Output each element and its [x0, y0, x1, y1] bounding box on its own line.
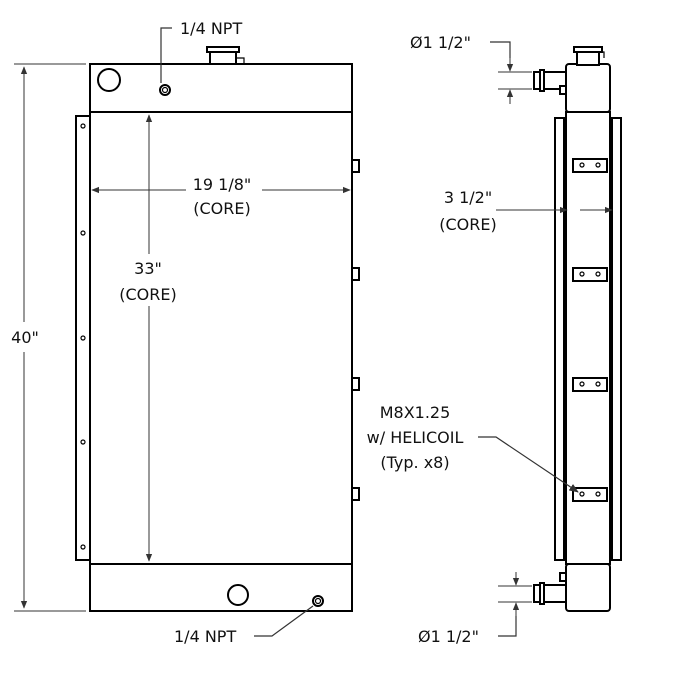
- helicoil-hole: [579, 162, 585, 168]
- side-dimensions: Ø1 1/2" 3 1/2" (CORE) M8X1.25 w/ HELICOI…: [367, 33, 613, 646]
- side-bottom-tank: [565, 563, 611, 612]
- side-drain-fitting: [559, 572, 567, 582]
- helicoil-hole: [579, 491, 585, 497]
- mount-bracket: [572, 158, 608, 173]
- side-overflow-tube: [597, 51, 605, 58]
- top-npt-label: 1/4 NPT: [180, 19, 242, 38]
- filler-cap: [206, 46, 240, 53]
- bottom-npt-leader: [254, 605, 314, 637]
- mount-qty-label: (Typ. x8): [380, 453, 449, 472]
- helicoil-hole: [579, 271, 585, 277]
- core-height-label: 33": [134, 259, 162, 278]
- side-view: [533, 46, 622, 612]
- top-tank-inlet-port: [97, 68, 121, 92]
- core-depth-label: 3 1/2": [444, 188, 492, 207]
- mount-thread-label: M8X1.25: [380, 403, 451, 422]
- mount-bracket: [572, 267, 608, 282]
- side-right-rail: [611, 117, 622, 561]
- side-mount-tab: [351, 267, 360, 281]
- inlet-diameter-leader: [490, 41, 511, 58]
- front-view: [75, 46, 360, 612]
- side-filler-cap: [573, 46, 603, 53]
- flange-hole: [80, 230, 86, 236]
- side-left-rail: [554, 117, 565, 561]
- core-width-label: 19 1/8": [193, 175, 252, 194]
- bottom-npt-port-bore: [314, 597, 322, 605]
- radiator-core: [89, 111, 353, 565]
- side-vent-fitting: [559, 85, 567, 95]
- mount-callout-leader: [478, 436, 579, 493]
- top-npt-port-bore: [161, 86, 169, 94]
- mount-bracket: [572, 377, 608, 392]
- top-npt-leader: [160, 27, 172, 83]
- mount-bracket: [572, 487, 608, 502]
- side-outlet-pipe: [533, 584, 567, 603]
- top-npt-port: [159, 84, 171, 96]
- outlet-diameter-leader: [498, 616, 517, 637]
- side-mount-tab: [351, 487, 360, 501]
- side-mount-tab: [351, 159, 360, 173]
- helicoil-hole: [595, 491, 601, 497]
- front-dimensions: 1/4 NPT 19 1/8" (CORE) 33" (CORE) 40" 1/…: [11, 19, 351, 646]
- top-tank: [89, 63, 353, 113]
- core-height-note: (CORE): [119, 285, 176, 304]
- bottom-tank-outlet-port: [227, 584, 249, 606]
- bottom-npt-label: 1/4 NPT: [174, 627, 236, 646]
- core-depth-note: (CORE): [439, 215, 496, 234]
- bottom-tank: [89, 563, 353, 612]
- flange-hole: [80, 335, 86, 341]
- helicoil-hole: [579, 381, 585, 387]
- flange-hole: [80, 544, 86, 550]
- inlet-diameter-label: Ø1 1/2": [410, 33, 471, 52]
- overflow-tube: [236, 57, 245, 63]
- flange-hole: [80, 439, 86, 445]
- left-mounting-flange: [75, 115, 91, 561]
- bottom-npt-port: [312, 595, 324, 607]
- side-inlet-bead: [539, 69, 545, 92]
- helicoil-hole: [595, 381, 601, 387]
- core-width-note: (CORE): [193, 199, 250, 218]
- overall-height-label: 40": [11, 328, 39, 347]
- outlet-diameter-label: Ø1 1/2": [418, 627, 479, 646]
- helicoil-hole: [595, 271, 601, 277]
- side-outlet-bead: [539, 582, 545, 605]
- mount-insert-label: w/ HELICOIL: [367, 428, 464, 447]
- side-top-tank: [565, 63, 611, 113]
- flange-hole: [80, 123, 86, 129]
- side-mount-tab: [351, 377, 360, 391]
- helicoil-hole: [595, 162, 601, 168]
